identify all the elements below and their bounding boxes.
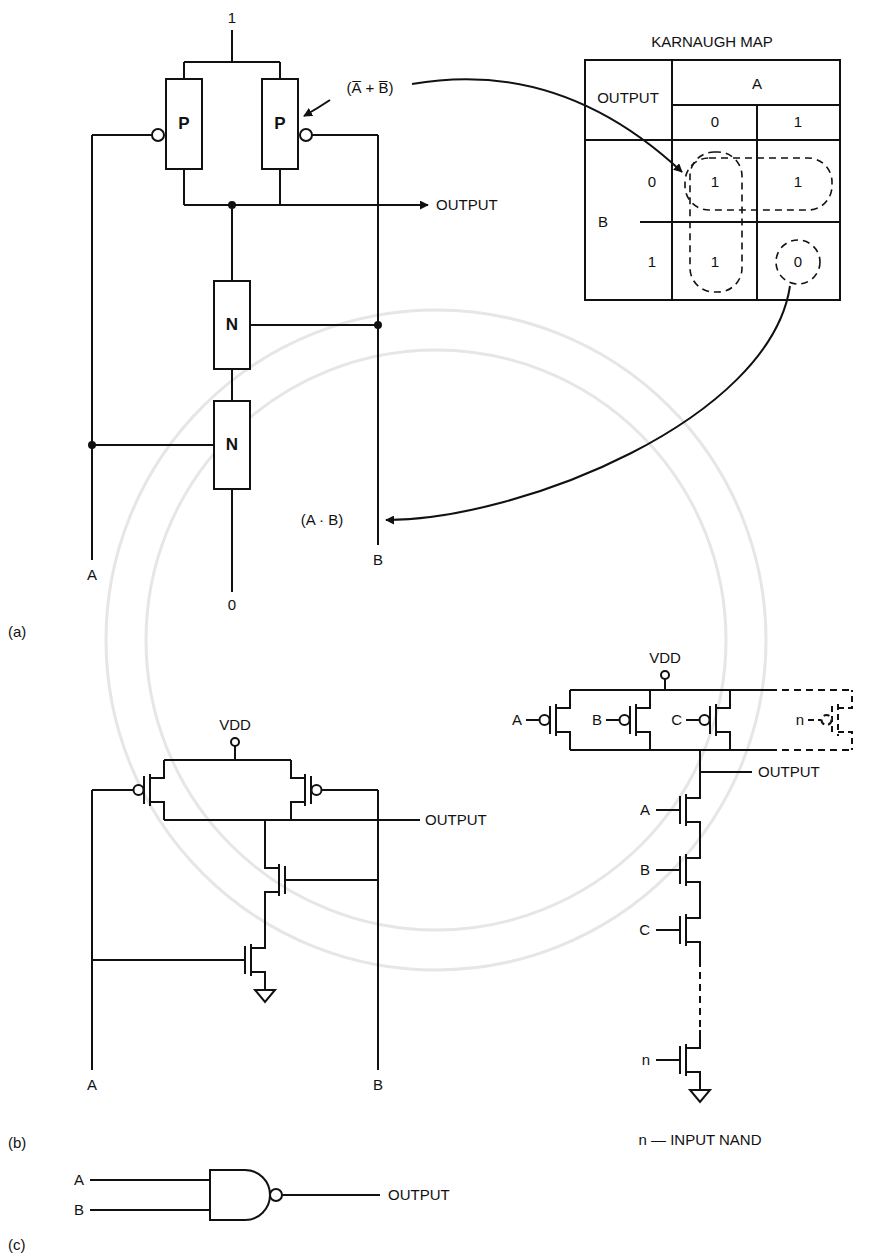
signal-label: 1 [711, 173, 719, 191]
signal-label: B [640, 861, 650, 879]
signal-label: n [642, 1051, 650, 1069]
signal-label: OUTPUT [758, 763, 820, 781]
signal-label: 0 [711, 113, 719, 131]
signal-label: A [752, 75, 762, 93]
transistor-type: N [226, 435, 238, 455]
signal-label: (A̅ + B̅) [346, 79, 393, 97]
signal-label: A [74, 1171, 84, 1189]
signal-label: A [87, 1076, 97, 1094]
signal-label: C [671, 711, 682, 729]
signal-label: OUTPUT [436, 196, 498, 214]
transistor-type: P [178, 114, 189, 134]
watermark-seal [106, 310, 766, 970]
signal-label: B [373, 551, 383, 569]
signal-label: 1 [711, 253, 719, 271]
transistor-type: P [274, 114, 285, 134]
transistor-box: N [213, 280, 251, 370]
signal-label: 0 [648, 173, 656, 191]
transistor-box: N [213, 400, 251, 490]
signal-label: (b) [8, 1134, 26, 1152]
part-b-n-input-nand [526, 671, 852, 1102]
signal-label: B [373, 1076, 383, 1094]
part-b-two-input-nand [92, 738, 420, 1070]
signal-label: VDD [219, 716, 251, 734]
signal-label: 1 [228, 9, 236, 27]
signal-label: n [796, 711, 804, 729]
signal-label: A [87, 566, 97, 584]
signal-label: OUTPUT [597, 89, 659, 107]
signal-label: B [74, 1201, 84, 1219]
signal-label: 1 [648, 253, 656, 271]
part-a-wires [89, 30, 790, 592]
signal-label: VDD [649, 649, 681, 667]
transistor-type: N [226, 315, 238, 335]
signal-label: (c) [8, 1236, 26, 1254]
signal-label: C [639, 921, 650, 939]
signal-label: OUTPUT [425, 811, 487, 829]
signal-label: A [512, 711, 522, 729]
signal-label: 0 [228, 596, 236, 614]
signal-label: B [598, 213, 608, 231]
signal-label: OUTPUT [388, 1186, 450, 1204]
signal-label: 1 [794, 173, 802, 191]
transistor-box: P [165, 78, 203, 170]
karnaugh-map [585, 60, 840, 300]
transistor-box: P [261, 78, 299, 170]
signal-label: KARNAUGH MAP [651, 33, 773, 51]
signal-label: A [640, 801, 650, 819]
signal-label: n — INPUT NAND [638, 1131, 761, 1149]
series-wire [231, 370, 233, 400]
signal-label: 0 [794, 253, 802, 271]
signal-label: (a) [8, 623, 26, 641]
signal-label: (A · B) [301, 511, 344, 529]
signal-label: B [592, 711, 602, 729]
nand-gate-symbol [90, 1170, 380, 1220]
signal-label: 1 [794, 113, 802, 131]
